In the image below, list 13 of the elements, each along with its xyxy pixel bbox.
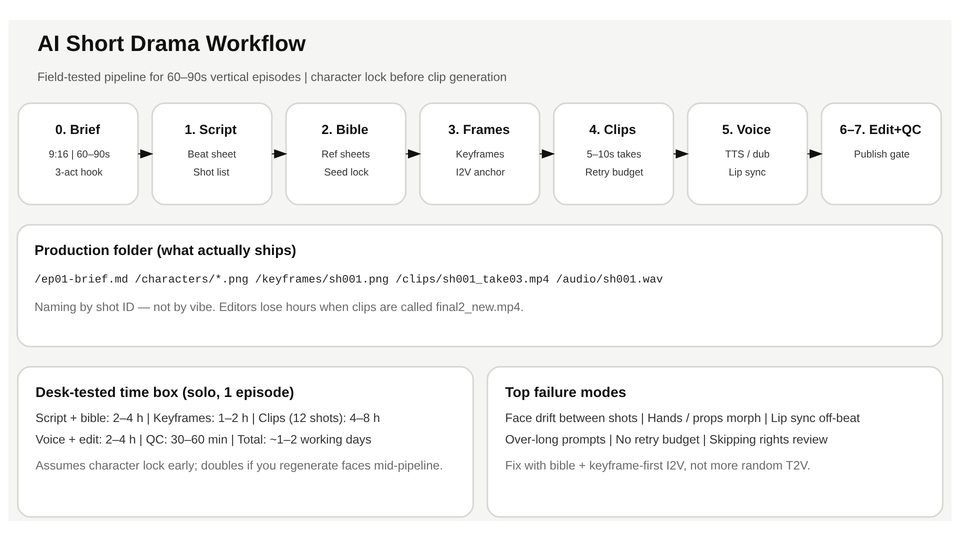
node-box: 0. Brief 9:16 | 60–90s 3-act hook	[18, 102, 139, 205]
node-box: Production folder (what actually ships) /ep01-brief.md /characters/*.png /keyframes/sh001.png /clips/sh001_take03.mp4 /audio/sh001.wav Naming by shot ID — not by vibe. Editors lose hours when clips are called final2_new.mp4.	[16, 224, 944, 347]
node-box: 2. Bible Ref sheets Seed lock	[285, 102, 407, 205]
node-box: Desk-tested time box (solo, 1 episode) Script + bible: 2–4 h | Keyframes: 1–2 h | Clips (12 shots): 4–8 h Voice + edit: 2–4 h | QC: 30–60 min | Total: ~1–2 working days Assumes character lock early; doubles if you regenerate faces mid-pipeline.	[16, 366, 474, 518]
diagram-title: AI Short Drama Workflow	[37, 30, 306, 56]
node-box: 4. Clips 5–10s takes Retry budget	[552, 102, 674, 205]
node-box: 1. Script Beat sheet Shot list	[151, 102, 273, 205]
caption: Field-tested pipeline for 60–90s vertical episodes | character lock before clip generation	[37, 69, 507, 84]
node-box: 3. Frames Keyframes I2V anchor	[419, 102, 540, 205]
arrow	[540, 148, 556, 158]
node-box: 6–7. Edit+QC Publish gate	[820, 102, 942, 205]
node-box: 5. Voice TTS / dub Lip sync	[686, 102, 808, 205]
node-box: Top failure modes Face drift between shots | Hands / props morph | Lip sync off-beat Over-long prompts | No retry budget | Skipping rights review Fix with bible + keyframe-first I2V, not more random T2V.	[486, 366, 944, 518]
